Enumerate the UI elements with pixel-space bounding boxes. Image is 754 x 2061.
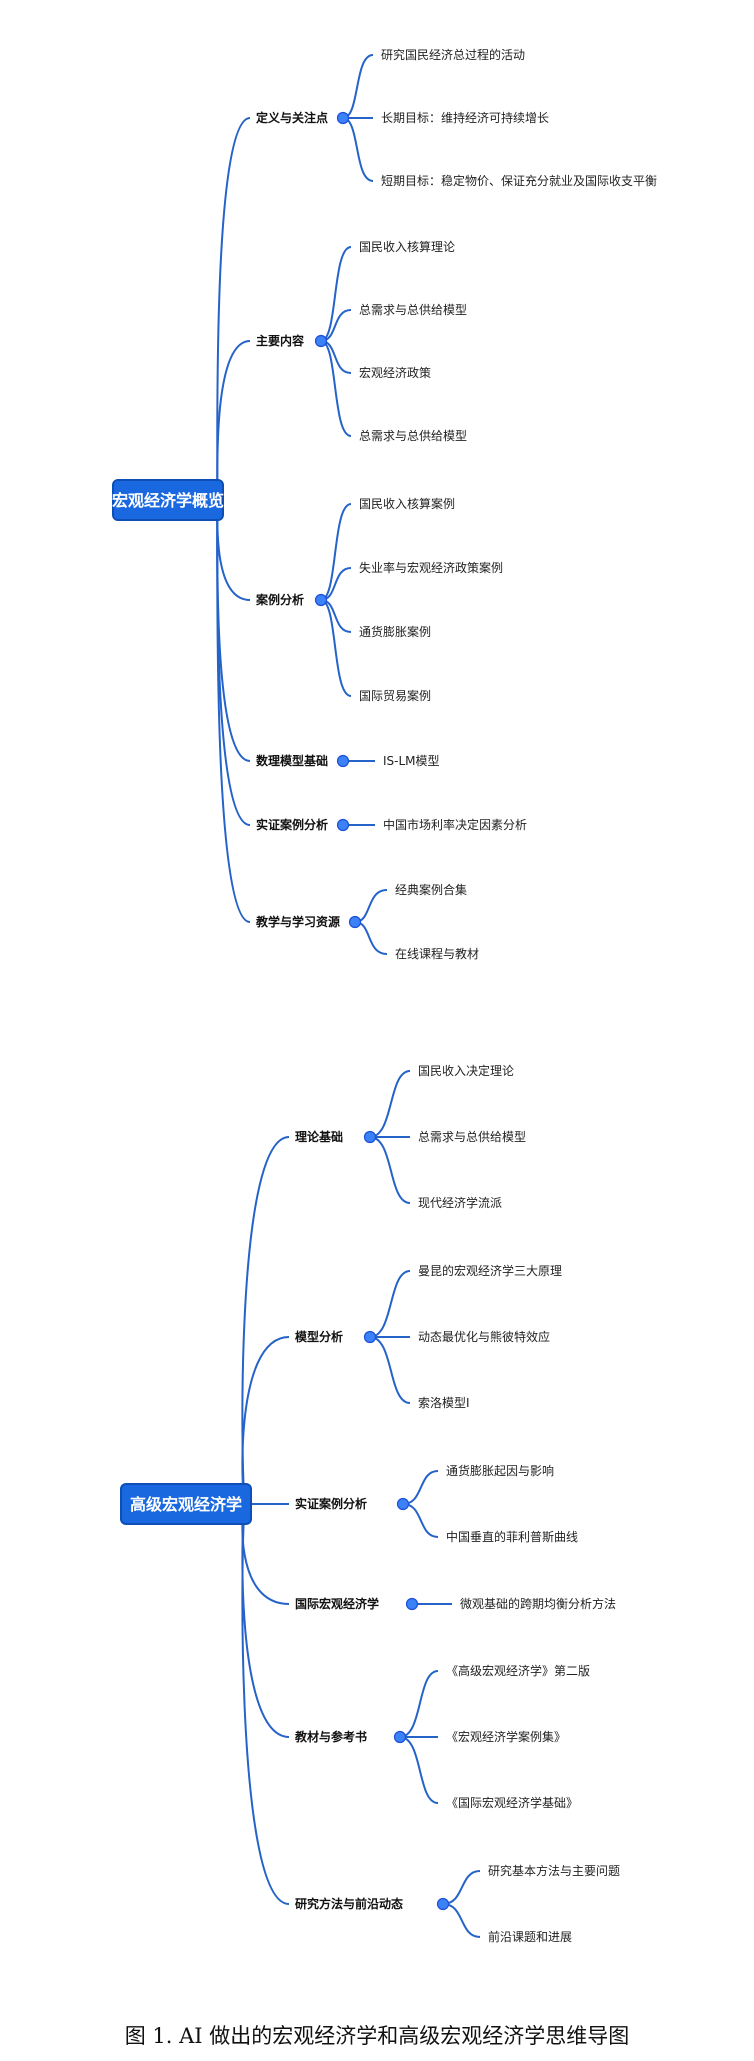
- branch-label: 教学与学习资源: [255, 914, 340, 929]
- branch-label: 案例分析: [255, 592, 304, 607]
- branch-junction-dot: [405, 1597, 419, 1611]
- figure-caption: 图 1. AI 做出的宏观经济学和高级宏观经济学思维导图: [124, 2024, 630, 2048]
- leaf-label: 中国垂直的菲利普斯曲线: [446, 1529, 578, 1544]
- root-branch-connector: [216, 340, 251, 501]
- branch-junction-dot: [348, 915, 362, 929]
- branch-junction-dot: [363, 1130, 377, 1144]
- leaf-label: 《国际宏观经济学基础》: [446, 1795, 578, 1810]
- branch-junction-dot: [314, 334, 328, 348]
- branch-leaf-connector: [320, 309, 352, 342]
- branch-junction-dot: [436, 1897, 450, 1911]
- branch-junction-dot: [336, 754, 350, 768]
- leaf-label: IS-LM模型: [383, 754, 440, 768]
- leaf-label: 长期目标：维持经济可持续增长: [381, 110, 549, 125]
- branch-junction-dot: [314, 593, 328, 607]
- branch-leaf-connector: [399, 1670, 439, 1738]
- branch-leaf-connector: [320, 599, 352, 697]
- root-node: 宏观经济学概览: [112, 479, 224, 521]
- branch-leaf-connector: [320, 599, 352, 633]
- branch-leaf-connector: [402, 1503, 439, 1538]
- leaf-label: 失业率与宏观经济政策案例: [359, 560, 503, 575]
- branch-leaf-connector: [342, 54, 374, 119]
- root-node-label: 高级宏观经济学: [130, 1495, 242, 1514]
- leaf-label: 总需求与总供给模型: [418, 1130, 526, 1144]
- root-branch-connector: [216, 117, 251, 501]
- leaf-label: 总需求与总供给模型: [359, 303, 467, 317]
- branch-junction-dot: [396, 1497, 410, 1511]
- branch-leaf-connector: [320, 503, 352, 601]
- branch-junction-dot: [363, 1330, 377, 1344]
- leaf-label: 研究国民经济总过程的活动: [381, 47, 525, 62]
- root-node-label: 宏观经济学概览: [112, 491, 224, 510]
- branch-leaf-connector: [320, 340, 352, 374]
- root-branch-connector: [241, 1136, 290, 1505]
- branch-label: 教材与参考书: [294, 1729, 367, 1744]
- branch-leaf-connector: [320, 567, 352, 601]
- leaf-label: 在线课程与教材: [395, 946, 479, 961]
- leaf-label: 前沿课题和进展: [488, 1929, 572, 1944]
- branch-leaf-connector: [320, 246, 352, 342]
- leaf-label: 曼昆的宏观经济学三大原理: [418, 1263, 562, 1278]
- mind-map-nodes: 宏观经济学概览 定义与关注点 研究国民经济总过程的活动长期目标：维持经济可持续增长短…: [112, 47, 657, 1944]
- leaf-label: 短期目标：稳定物价、保证充分就业及国际收支平衡: [381, 173, 657, 188]
- leaf-label: 《宏观经济学案例集》: [446, 1729, 566, 1744]
- branch-label: 定义与关注点: [256, 110, 328, 125]
- leaf-label: 通货膨胀案例: [359, 624, 431, 639]
- leaf-label: 国民收入核算理论: [359, 239, 455, 254]
- branch-leaf-connector: [399, 1736, 439, 1804]
- branch-leaf-connector: [320, 340, 352, 437]
- root-branch-connector: [241, 1503, 290, 1905]
- leaf-label: 索洛模型Ⅰ: [418, 1395, 470, 1410]
- leaf-label: 宏观经济政策: [359, 365, 431, 380]
- branch-label: 研究方法与前沿动态: [295, 1896, 403, 1911]
- branch-label: 数理模型基础: [256, 753, 328, 768]
- leaf-label: 经典案例合集: [395, 882, 467, 897]
- branch-leaf-connector: [369, 1270, 411, 1338]
- branch-leaf-connector: [369, 1336, 411, 1404]
- root-node-box: [120, 1483, 252, 1525]
- leaf-label: 中国市场利率决定因素分析: [383, 817, 527, 832]
- leaf-label: 微观基础的跨期均衡分析方法: [460, 1596, 616, 1611]
- branch-junction-dot: [336, 818, 350, 832]
- leaf-label: 研究基本方法与主要问题: [488, 1863, 620, 1878]
- branch-label: 实证案例分析: [256, 817, 328, 832]
- leaf-label: 通货膨胀起因与影响: [446, 1463, 554, 1478]
- leaf-label: 《高级宏观经济学》第二版: [446, 1663, 590, 1678]
- branch-label: 实证案例分析: [295, 1496, 367, 1511]
- branch-junction-dot: [393, 1730, 407, 1744]
- leaf-label: 总需求与总供给模型: [359, 429, 467, 443]
- root-branch-connector: [241, 1336, 290, 1505]
- branch-leaf-connector: [442, 1870, 481, 1905]
- branch-label: 国际宏观经济学: [295, 1596, 379, 1611]
- leaf-label: 国民收入决定理论: [418, 1063, 514, 1078]
- root-branch-connector: [241, 1503, 290, 1738]
- leaf-label: 国民收入核算案例: [359, 496, 455, 511]
- branch-leaf-connector: [442, 1903, 481, 1938]
- leaf-label: 国际贸易案例: [359, 688, 431, 703]
- branch-junction-dot: [336, 111, 350, 125]
- leaf-label: 现代经济学流派: [418, 1195, 502, 1210]
- leaf-label: 动态最优化与熊彼特效应: [418, 1329, 550, 1344]
- branch-leaf-connector: [342, 117, 374, 182]
- branch-leaf-connector: [369, 1070, 411, 1138]
- root-node: 高级宏观经济学: [120, 1483, 252, 1525]
- branch-label: 理论基础: [295, 1129, 343, 1144]
- root-branch-connector: [216, 499, 251, 923]
- branch-leaf-connector: [369, 1136, 411, 1204]
- branch-leaf-connector: [354, 889, 388, 923]
- root-node-box: [112, 479, 224, 521]
- branch-label: 模型分析: [295, 1329, 343, 1344]
- branch-label: 主要内容: [256, 333, 304, 348]
- branch-leaf-connector: [402, 1470, 439, 1505]
- branch-leaf-connector: [354, 921, 388, 955]
